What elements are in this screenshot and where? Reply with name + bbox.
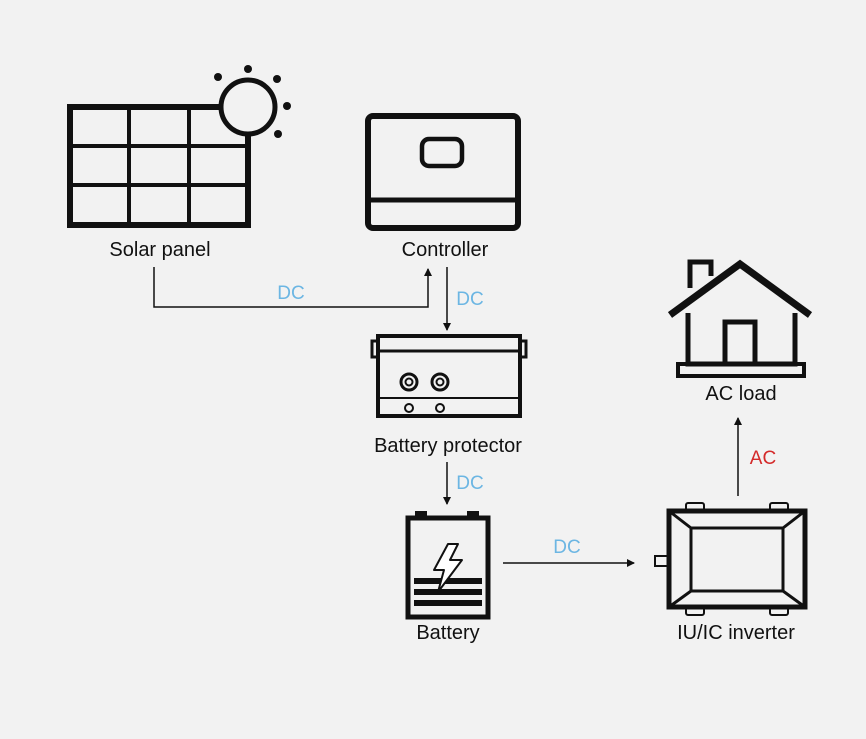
inverter-label: IU/IC inverter <box>677 622 795 644</box>
battery-icon <box>405 511 491 620</box>
inverter-to-load-ac-label: AC <box>750 448 776 469</box>
house-icon <box>667 259 813 378</box>
protector-to-battery-dc-label: DC <box>456 473 483 494</box>
battery-protector-icon <box>370 334 528 418</box>
controller-icon <box>365 113 521 231</box>
inverter-icon <box>654 502 808 616</box>
battery-to-inverter-dc-label: DC <box>553 537 580 558</box>
solar-panel-icon <box>67 104 251 228</box>
lightning-icon <box>433 543 463 593</box>
solar-to-controller-dc-label: DC <box>277 283 304 304</box>
ac-load-label: AC load <box>705 383 776 405</box>
sun-icon <box>214 65 291 138</box>
battery-label: Battery <box>416 622 479 644</box>
controller-to-protector-dc-label: DC <box>456 289 483 310</box>
controller-label: Controller <box>402 239 489 261</box>
solar-to-controller-arrow <box>153 267 432 308</box>
solar-panel-label: Solar panel <box>109 239 210 261</box>
battery-protector-label: Battery protector <box>374 435 522 457</box>
